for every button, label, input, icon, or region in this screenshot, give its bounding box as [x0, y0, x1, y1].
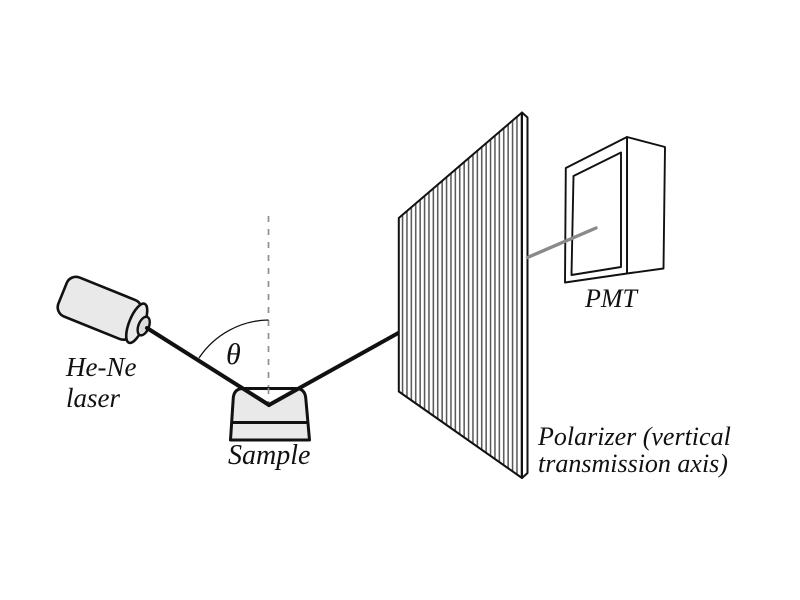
pmt-window: [570, 151, 622, 276]
polarizer-label-line2: transmission axis): [538, 449, 728, 478]
incident-beam: [145, 326, 271, 407]
laser-label-line1: He-Ne: [65, 352, 136, 382]
polarizer-edge: [521, 111, 529, 479]
angle-theta-label: θ: [226, 338, 241, 371]
pmt-side-face: [626, 136, 666, 275]
polarizer-sheet: [397, 111, 529, 479]
pmt-label: PMT: [584, 284, 639, 313]
laser-body: [56, 275, 151, 345]
pmt-box: [564, 136, 666, 284]
angle-arc: [198, 319, 269, 359]
sample-label: Sample: [228, 440, 310, 471]
laser-label-line2: laser: [66, 383, 120, 413]
sample-groove: [248, 390, 290, 405]
polarizer-label-line1: Polarizer (vertical: [537, 422, 731, 451]
sample-prism: [229, 387, 311, 442]
transmitted-beam: [525, 226, 598, 260]
